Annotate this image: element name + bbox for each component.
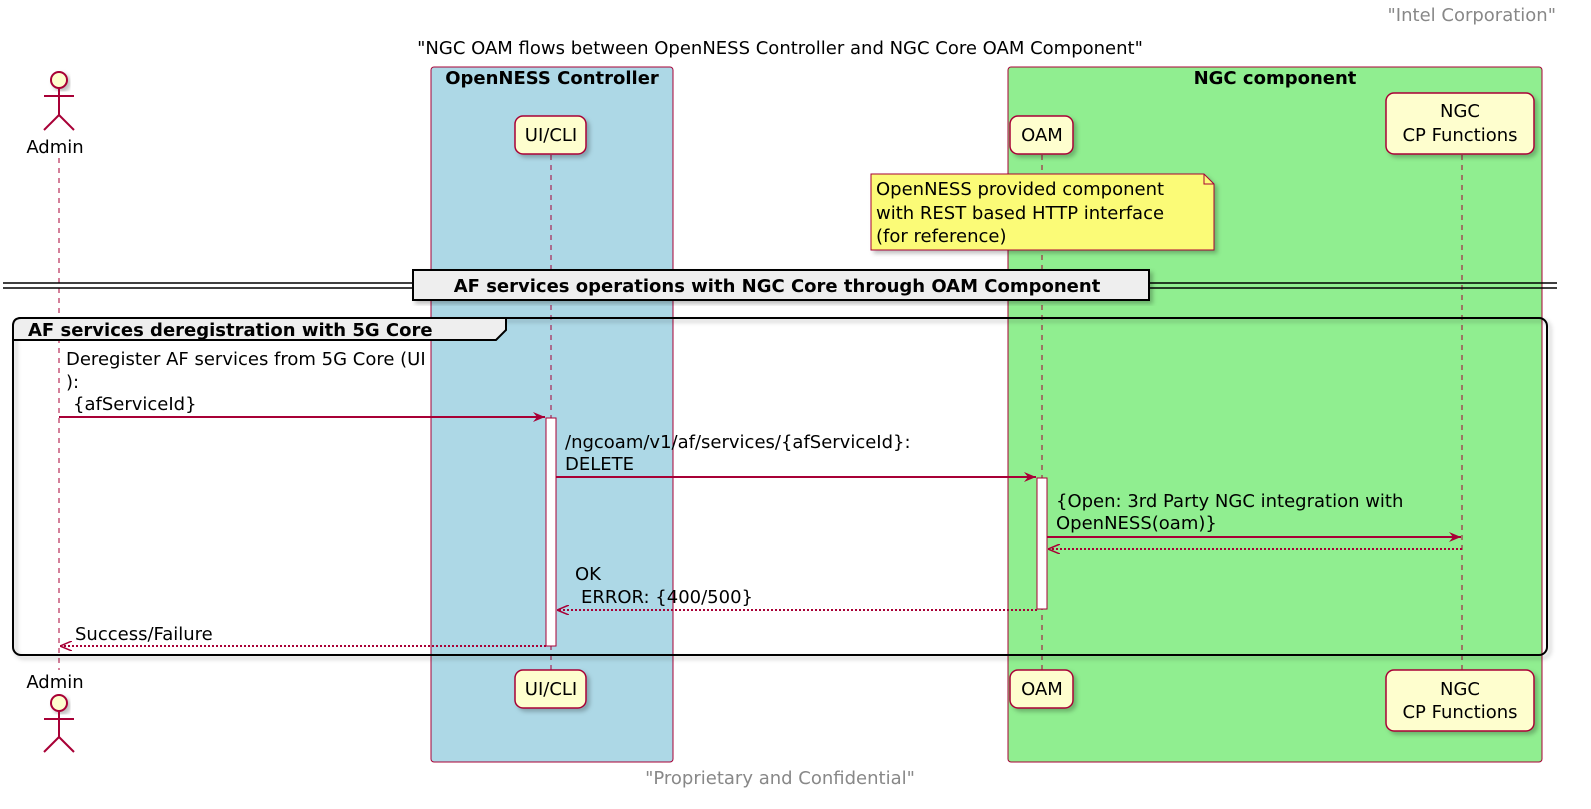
participant-ui-cli-bottom: [514, 669, 587, 709]
note-line-1: OpenNESS provided component: [876, 179, 1164, 200]
box-openness-controller: [430, 66, 674, 763]
participant-ngc-cp-top: [1385, 92, 1535, 155]
participant-oam-bottom: [1009, 669, 1074, 709]
participant-label-oam-bottom: OAM: [1021, 679, 1063, 700]
participant-label-ngc-cp-line2: CP Functions: [1402, 125, 1517, 146]
divider: [3, 269, 1557, 301]
participant-label-oam: OAM: [1021, 125, 1063, 146]
participant-ui-cli-top: [514, 115, 587, 155]
note-line-2: with REST based HTTP interface: [876, 203, 1164, 224]
box-label-controller: OpenNESS Controller: [445, 68, 659, 89]
message-1-label-line2: ):: [66, 372, 79, 393]
group-frame: [12, 317, 1548, 656]
actor-admin-bottom: [43, 694, 75, 753]
participant-label-ui-cli: UI/CLI: [525, 125, 577, 146]
header-text: "Intel Corporation": [1388, 5, 1556, 26]
box-label-ngc: NGC component: [1194, 68, 1357, 89]
message-5-label-line1: OK: [575, 564, 602, 585]
message-3-label-line1: {Open: 3rd Party NGC integration with: [1056, 491, 1403, 512]
footer-text: "Proprietary and Confidential": [645, 768, 915, 789]
note: [870, 173, 1215, 251]
diagram-title: "NGC OAM flows between OpenNESS Controll…: [417, 38, 1143, 59]
message-2-label-line1: /ngcoam/v1/af/services/{afServiceId}:: [565, 432, 911, 453]
group-label: AF services deregistration with 5G Core: [28, 320, 433, 341]
participant-label-ngc-cp-bottom-line2: CP Functions: [1402, 702, 1517, 723]
participant-label-admin-bottom: Admin: [26, 672, 83, 693]
participant-ngc-cp-bottom: [1385, 669, 1535, 732]
activation-oam: [1036, 477, 1048, 610]
message-6-label: Success/Failure: [75, 624, 213, 645]
message-2-label-line2: DELETE: [565, 454, 634, 475]
participant-label-admin: Admin: [26, 137, 83, 158]
message-1-label-line3: {afServiceId}: [73, 394, 197, 415]
note-line-3: (for reference): [876, 226, 1006, 247]
participant-label-ngc-cp-bottom-line1: NGC: [1440, 679, 1480, 700]
divider-label: AF services operations with NGC Core thr…: [454, 276, 1101, 297]
message-5-label-line2: ERROR: {400/500}: [581, 587, 753, 608]
group-tab: [12, 317, 507, 341]
message-1-label-line1: Deregister AF services from 5G Core (UI: [66, 349, 426, 370]
participant-label-ui-cli-bottom: UI/CLI: [525, 679, 577, 700]
participant-label-ngc-cp-line1: NGC: [1440, 101, 1480, 122]
participant-oam-top: [1009, 115, 1074, 155]
activation-ui-cli: [545, 417, 557, 647]
message-3-label-line2: OpenNESS(oam)}: [1056, 513, 1217, 534]
actor-admin-top: [43, 71, 75, 131]
